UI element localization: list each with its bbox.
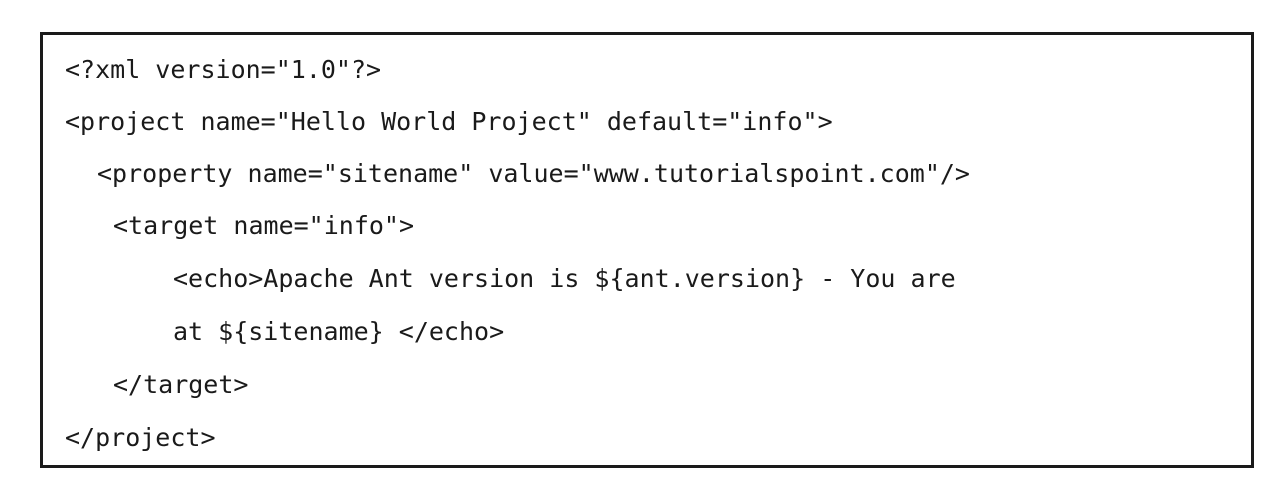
code-line-echo-start: <echo>Apache Ant version is ${ant.versio… — [173, 264, 956, 293]
code-block: <?xml version="1.0"?> <project name="Hel… — [40, 32, 1254, 468]
code-line-xml-declaration: <?xml version="1.0"?> — [65, 55, 382, 84]
code-line-project-close: </project> — [65, 423, 216, 452]
code-line-target-close: </target> — [113, 370, 249, 399]
code-line-echo-end: at ${sitename} </echo> — [173, 317, 505, 346]
code-line-project-open: <project name="Hello World Project" defa… — [65, 107, 833, 136]
code-line-target-open: <target name="info"> — [113, 211, 415, 240]
code-line-property: <property name="sitename" value="www.tut… — [97, 159, 970, 188]
